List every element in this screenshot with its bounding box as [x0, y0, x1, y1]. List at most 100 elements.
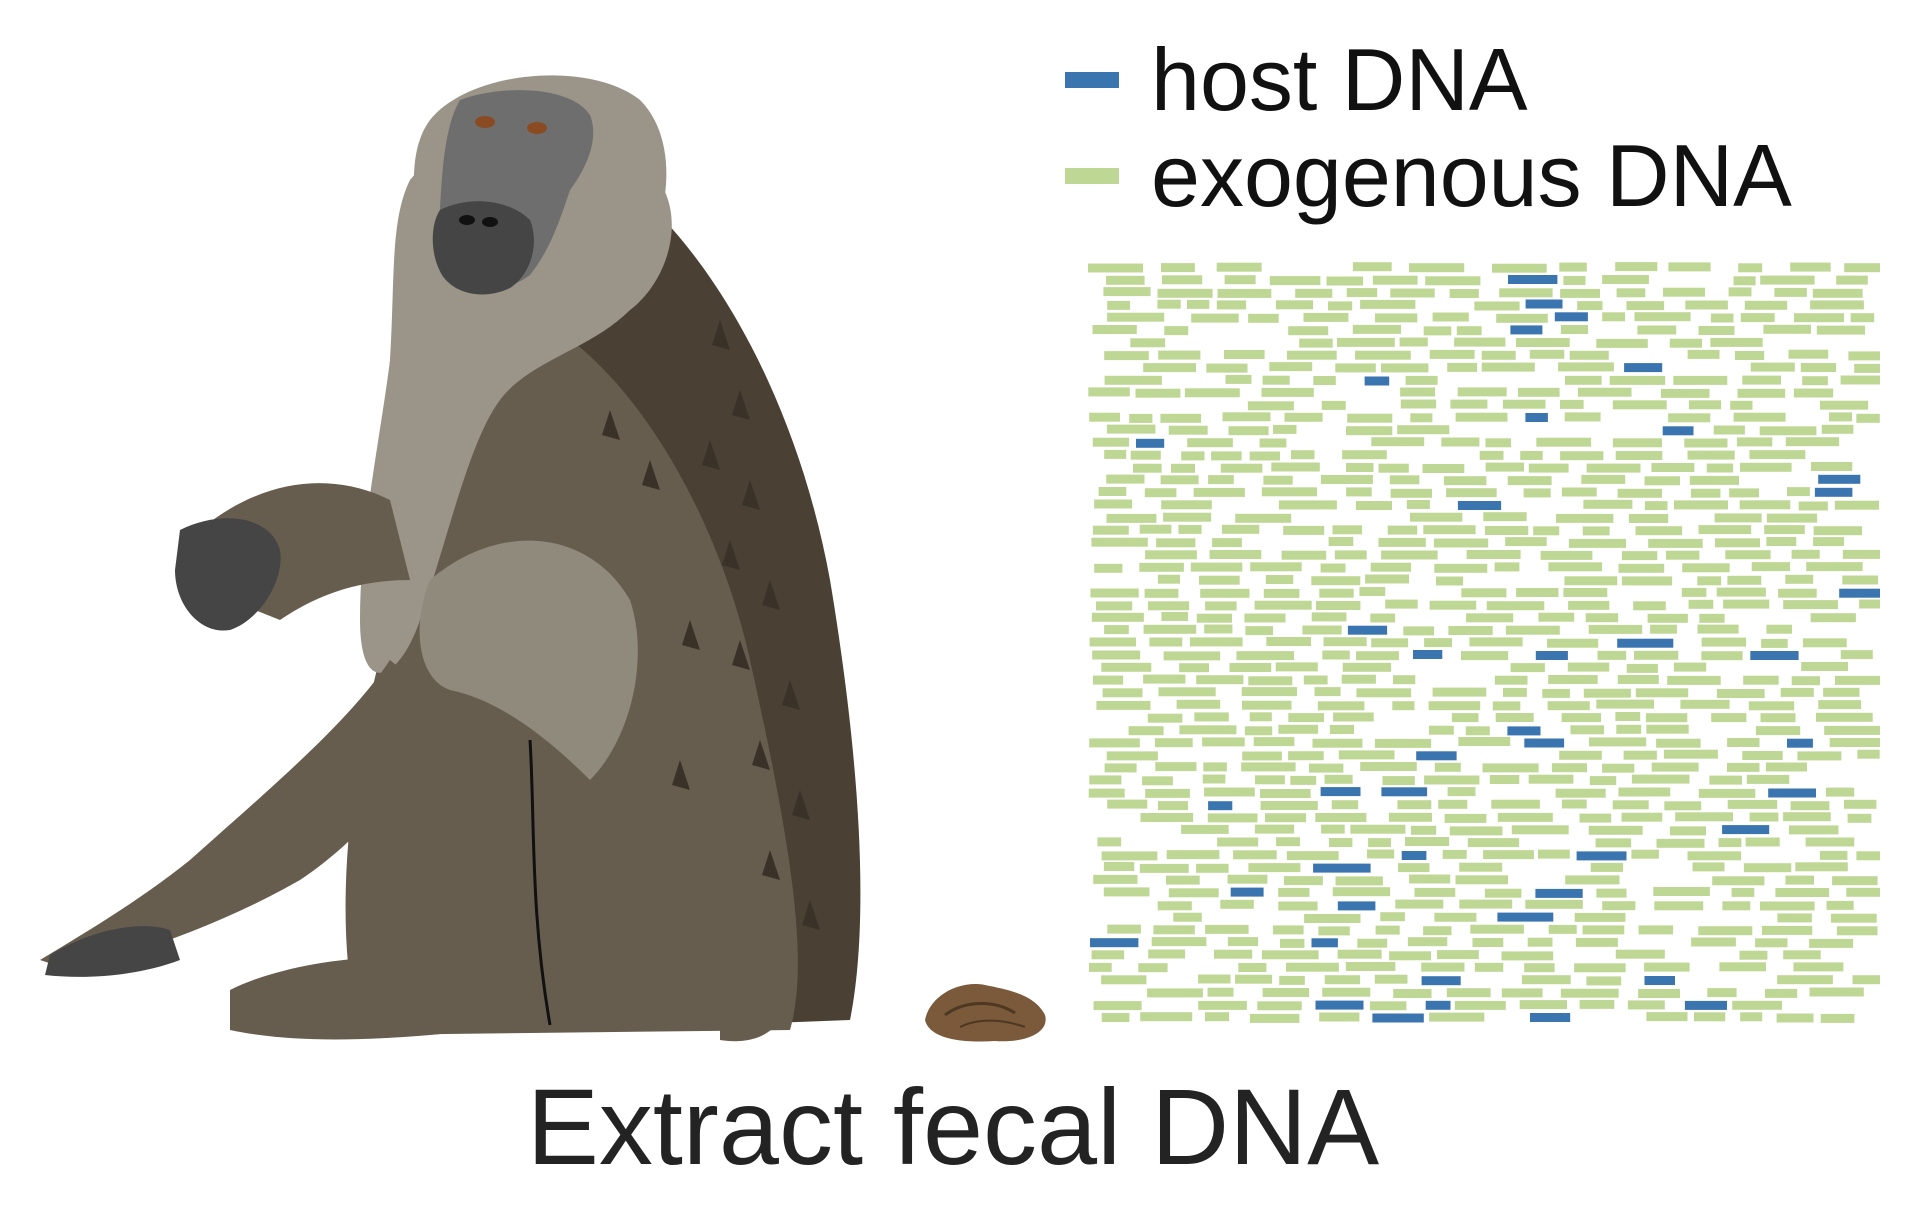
- exogenous-read: [1689, 475, 1739, 485]
- exogenous-read: [1433, 538, 1489, 548]
- exogenous-read: [1748, 701, 1795, 711]
- exogenous-read: [1638, 925, 1673, 935]
- exogenous-read: [1739, 500, 1791, 510]
- exogenous-read: [1161, 612, 1188, 621]
- exogenous-read: [1155, 762, 1197, 772]
- exogenous-read: [1844, 263, 1880, 273]
- exogenous-read: [1247, 401, 1294, 411]
- exogenous-read: [1397, 425, 1450, 435]
- host-read: [1818, 474, 1861, 484]
- exogenous-read: [1407, 937, 1448, 947]
- exogenous-read: [1674, 500, 1728, 510]
- exogenous-read: [1409, 874, 1451, 884]
- exogenous-read: [1096, 601, 1133, 611]
- exogenous-read: [1199, 575, 1240, 585]
- exogenous-read: [1249, 1013, 1300, 1023]
- exogenous-read: [1565, 875, 1620, 885]
- exogenous-read: [1856, 851, 1880, 861]
- exogenous-read: [1130, 450, 1161, 460]
- exogenous-read: [1318, 926, 1350, 936]
- exogenous-read: [1225, 374, 1252, 384]
- exogenous-read: [1582, 526, 1610, 536]
- exogenous-read: [1561, 713, 1601, 723]
- exogenous-read: [1140, 1012, 1193, 1022]
- exogenous-read: [1602, 763, 1635, 773]
- exogenous-read: [1278, 887, 1310, 897]
- exogenous-read: [1547, 701, 1590, 711]
- exogenous-read: [1166, 850, 1220, 860]
- exogenous-read: [1527, 937, 1553, 947]
- exogenous-read: [1751, 562, 1790, 572]
- exogenous-read: [1281, 550, 1327, 560]
- exogenous-read: [1106, 474, 1145, 484]
- exogenous-read: [1793, 388, 1834, 398]
- exogenous-read: [1832, 876, 1878, 886]
- exogenous-read: [1347, 413, 1393, 423]
- exogenous-read: [1173, 912, 1202, 922]
- exogenous-read: [1816, 712, 1873, 722]
- exogenous-read: [1560, 399, 1584, 409]
- exogenous-read: [1646, 1012, 1688, 1022]
- exogenous-read: [1846, 887, 1880, 897]
- host-read: [1136, 438, 1165, 448]
- exogenous-read: [1743, 675, 1779, 685]
- exogenous-read: [1740, 313, 1775, 323]
- exogenous-read: [1269, 276, 1321, 286]
- exogenous-read: [1148, 601, 1190, 611]
- exogenous-read: [1446, 988, 1491, 998]
- exogenous-read: [1615, 262, 1658, 272]
- host-read: [1315, 1000, 1364, 1010]
- exogenous-read: [1313, 376, 1336, 385]
- exogenous-read: [1193, 487, 1245, 497]
- exogenous-read: [1422, 464, 1465, 473]
- exogenous-read: [1791, 676, 1820, 686]
- exogenous-read: [1442, 849, 1467, 859]
- exogenous-read: [1235, 513, 1292, 523]
- exogenous-read: [1507, 476, 1552, 486]
- exogenous-read: [1623, 750, 1657, 760]
- exogenous-read: [1466, 550, 1521, 559]
- exogenous-read: [1375, 313, 1418, 323]
- exogenous-read: [1567, 662, 1610, 672]
- exogenous-read: [1691, 937, 1736, 947]
- exogenous-read: [1356, 651, 1399, 661]
- baboon-thigh: [419, 540, 638, 780]
- exogenous-read: [1135, 388, 1181, 398]
- exogenous-read: [1153, 925, 1195, 935]
- exogenous-read: [1785, 875, 1814, 885]
- exogenous-read: [1254, 600, 1312, 610]
- exogenous-read: [1743, 863, 1792, 873]
- exogenous-read: [1106, 275, 1145, 285]
- exogenous-read: [1589, 776, 1617, 786]
- exogenous-read: [1621, 812, 1663, 822]
- exogenous-read: [1222, 412, 1271, 422]
- exogenous-read: [1130, 338, 1166, 348]
- exogenous-read: [1089, 738, 1140, 748]
- baboon-muzzle: [432, 201, 534, 295]
- exogenous-read: [1656, 738, 1701, 748]
- exogenous-read: [1368, 838, 1391, 848]
- exogenous-read: [1381, 363, 1429, 373]
- legend-label-exogenous: exogenous DNA: [1151, 126, 1792, 225]
- exogenous-read: [1104, 351, 1149, 361]
- exogenous-read: [1790, 262, 1831, 272]
- exogenous-read: [1616, 724, 1642, 734]
- exogenous-read: [1161, 263, 1195, 273]
- exogenous-read: [1147, 988, 1203, 998]
- exogenous-read: [1774, 287, 1807, 297]
- exogenous-read: [1812, 288, 1863, 298]
- baboon-illustration: [40, 75, 861, 1042]
- exogenous-read: [1149, 637, 1183, 647]
- exogenous-read: [1618, 563, 1665, 573]
- exogenous-read: [1436, 576, 1464, 586]
- exogenous-read: [1176, 699, 1221, 709]
- exogenous-read: [1644, 962, 1690, 972]
- exogenous-read: [1494, 562, 1520, 572]
- exogenous-read: [1502, 399, 1546, 409]
- exogenous-read: [1371, 638, 1409, 648]
- exogenous-read: [1321, 824, 1345, 834]
- exogenous-read: [1628, 514, 1669, 523]
- exogenous-read: [1529, 349, 1565, 359]
- exogenous-read: [1335, 876, 1383, 886]
- exogenous-read: [1635, 526, 1683, 536]
